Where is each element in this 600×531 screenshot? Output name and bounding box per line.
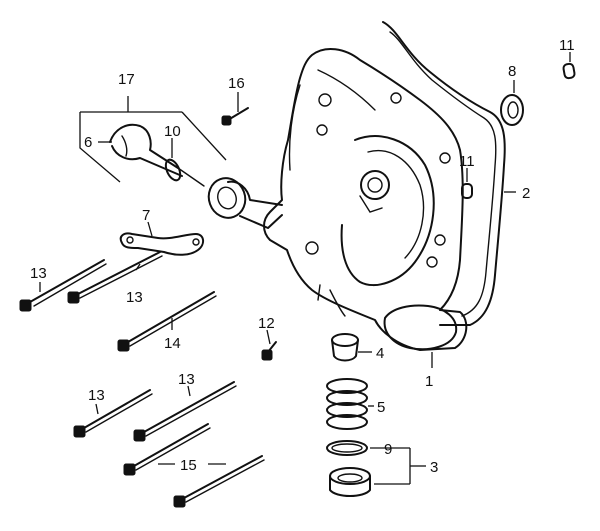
callout-13-c: 13 [88,387,105,404]
leader-13-d [187,385,191,397]
oil-gauge-6 [109,123,205,187]
bracket-plate-7 [119,221,204,256]
callout-11-center: 11 [459,153,475,170]
callout-5: 5 [377,399,385,416]
callout-2: 2 [522,185,530,202]
leader-13-c [95,403,99,415]
oil-seal-8 [500,80,524,126]
callout-8: 8 [508,63,516,80]
collar-4 [331,333,372,362]
long-bolt-14 [117,291,217,352]
long-bolt-15-b [173,455,265,508]
o-ring-9 [326,440,368,456]
callout-11-right: 11 [559,37,575,54]
callout-10: 10 [164,123,181,140]
callout-13-a: 13 [30,265,47,282]
crankcase-cover [263,48,468,351]
gasket [382,21,506,326]
bolt-16 [221,92,249,126]
o-ring-10 [164,158,182,182]
dowel-pin-11-right [562,62,576,80]
long-bolt-13-a [19,259,107,312]
callout-17: 17 [118,71,135,88]
callout-4: 4 [376,345,384,362]
kick-shaft-arm [207,177,283,229]
leader-13-b [135,263,141,271]
callout-12: 12 [258,315,275,332]
callout-13-b: 13 [126,289,143,306]
drain-cap-3 [329,467,371,497]
callout-16: 16 [228,75,245,92]
long-bolt-15-a [123,423,211,476]
callout-14: 14 [164,335,181,352]
callout-7: 7 [142,207,150,224]
long-bolt-13-b [67,251,163,304]
callout-1: 1 [425,373,433,390]
spring-5 [326,378,374,430]
callout-9: 9 [384,441,392,458]
dowel-pin-11-center [461,183,473,199]
callout-15: 15 [180,457,197,474]
long-bolt-13-c [73,389,153,438]
callout-13-d: 13 [178,371,195,388]
callout-3: 3 [430,459,438,476]
bolt-12 [261,329,277,361]
callout-6: 6 [84,134,92,151]
bracket-9-3 [370,447,426,485]
group-bracket-17 [79,96,227,183]
long-bolt-13-d [133,381,237,442]
